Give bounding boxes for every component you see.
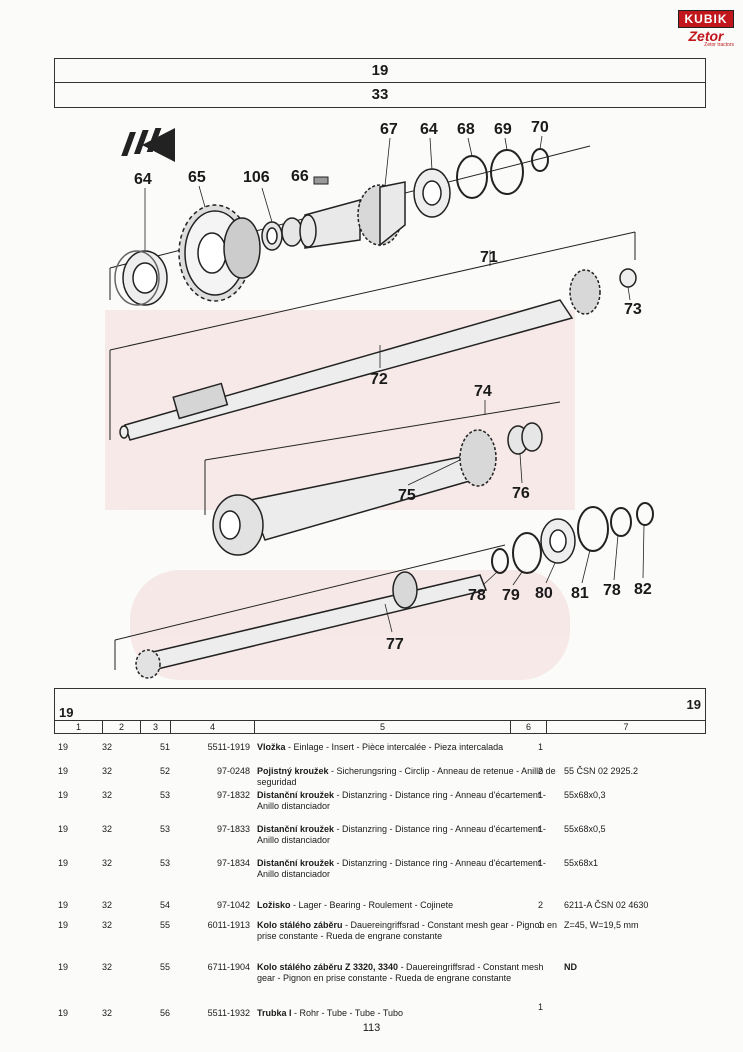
col-header-6: 6 — [511, 721, 547, 733]
col-header-3: 3 — [141, 721, 171, 733]
col-header-1: 1 — [55, 721, 103, 733]
direction-arrow-icon — [121, 128, 175, 162]
bearing-80 — [540, 518, 576, 564]
group-number: 19 — [54, 58, 706, 83]
key-66 — [313, 176, 329, 185]
callout-65: 65 — [188, 169, 206, 186]
group-left: 19 — [59, 705, 74, 720]
callout-69: 69 — [494, 121, 512, 138]
logo-zetor: Zetor — [688, 28, 724, 44]
rings-78-82 — [491, 502, 654, 574]
group-right: 19 — [686, 697, 701, 712]
gear-shaft-67 — [299, 181, 406, 249]
callout-79: 79 — [502, 587, 520, 604]
callout-75: 75 — [398, 487, 416, 504]
rings-68-69-70 — [456, 148, 549, 199]
callout-73: 73 — [624, 301, 642, 318]
nut-73 — [619, 268, 637, 288]
callout-80: 80 — [535, 585, 553, 602]
col-header-5: 5 — [255, 721, 511, 733]
callout-72: 72 — [370, 371, 388, 388]
callout-64-left: 64 — [134, 171, 152, 188]
callout-106: 106 — [243, 169, 270, 186]
callout-71: 71 — [480, 249, 498, 266]
shaft-71-frame — [109, 231, 636, 440]
logo-sub: Zetor tractors — [704, 42, 734, 48]
callout-77: 77 — [386, 636, 404, 653]
callout-67: 67 — [380, 121, 398, 138]
group-row: 19 19 — [54, 688, 706, 720]
callout-76: 76 — [512, 485, 530, 502]
parts-table-header: 19 19 1 2 3 4 5 6 7 — [54, 688, 706, 734]
tube-75 — [212, 429, 497, 556]
gear-65 — [178, 204, 261, 302]
col-header-4: 4 — [171, 721, 255, 733]
assembly-74-frame — [204, 401, 561, 515]
callout-82: 82 — [634, 581, 652, 598]
col-header-7: 7 — [623, 722, 629, 732]
callout-70: 70 — [531, 119, 549, 136]
bearing-64-right — [413, 168, 451, 218]
leader-lines — [144, 135, 645, 633]
logo-kubik: KUBIK — [678, 10, 734, 28]
shaft-77-frame — [114, 544, 506, 670]
callout-68: 68 — [457, 121, 475, 138]
column-header-row: 1 2 3 4 5 6 7 — [54, 720, 706, 734]
bearing-64-left — [114, 250, 168, 306]
shaft-77 — [135, 571, 488, 679]
callout-74: 74 — [474, 383, 492, 400]
callout-81: 81 — [571, 585, 589, 602]
col-header-2: 2 — [103, 721, 141, 733]
subgroup-number: 33 — [54, 83, 706, 108]
callout-64-right: 64 — [420, 121, 438, 138]
bushing-106 — [261, 217, 303, 251]
exploded-parts-diagram: 64 65 106 66 67 64 68 69 70 71 73 72 74 … — [105, 119, 654, 680]
callout-78-right: 78 — [603, 582, 621, 599]
callout-66: 66 — [291, 168, 309, 185]
shaft-72 — [119, 269, 601, 441]
callout-78-left: 78 — [468, 587, 486, 604]
brand-logo: KUBIK Zetor Zetor tractors — [678, 10, 734, 52]
page-number: 113 — [362, 1022, 381, 1034]
bushing-76 — [507, 422, 543, 455]
